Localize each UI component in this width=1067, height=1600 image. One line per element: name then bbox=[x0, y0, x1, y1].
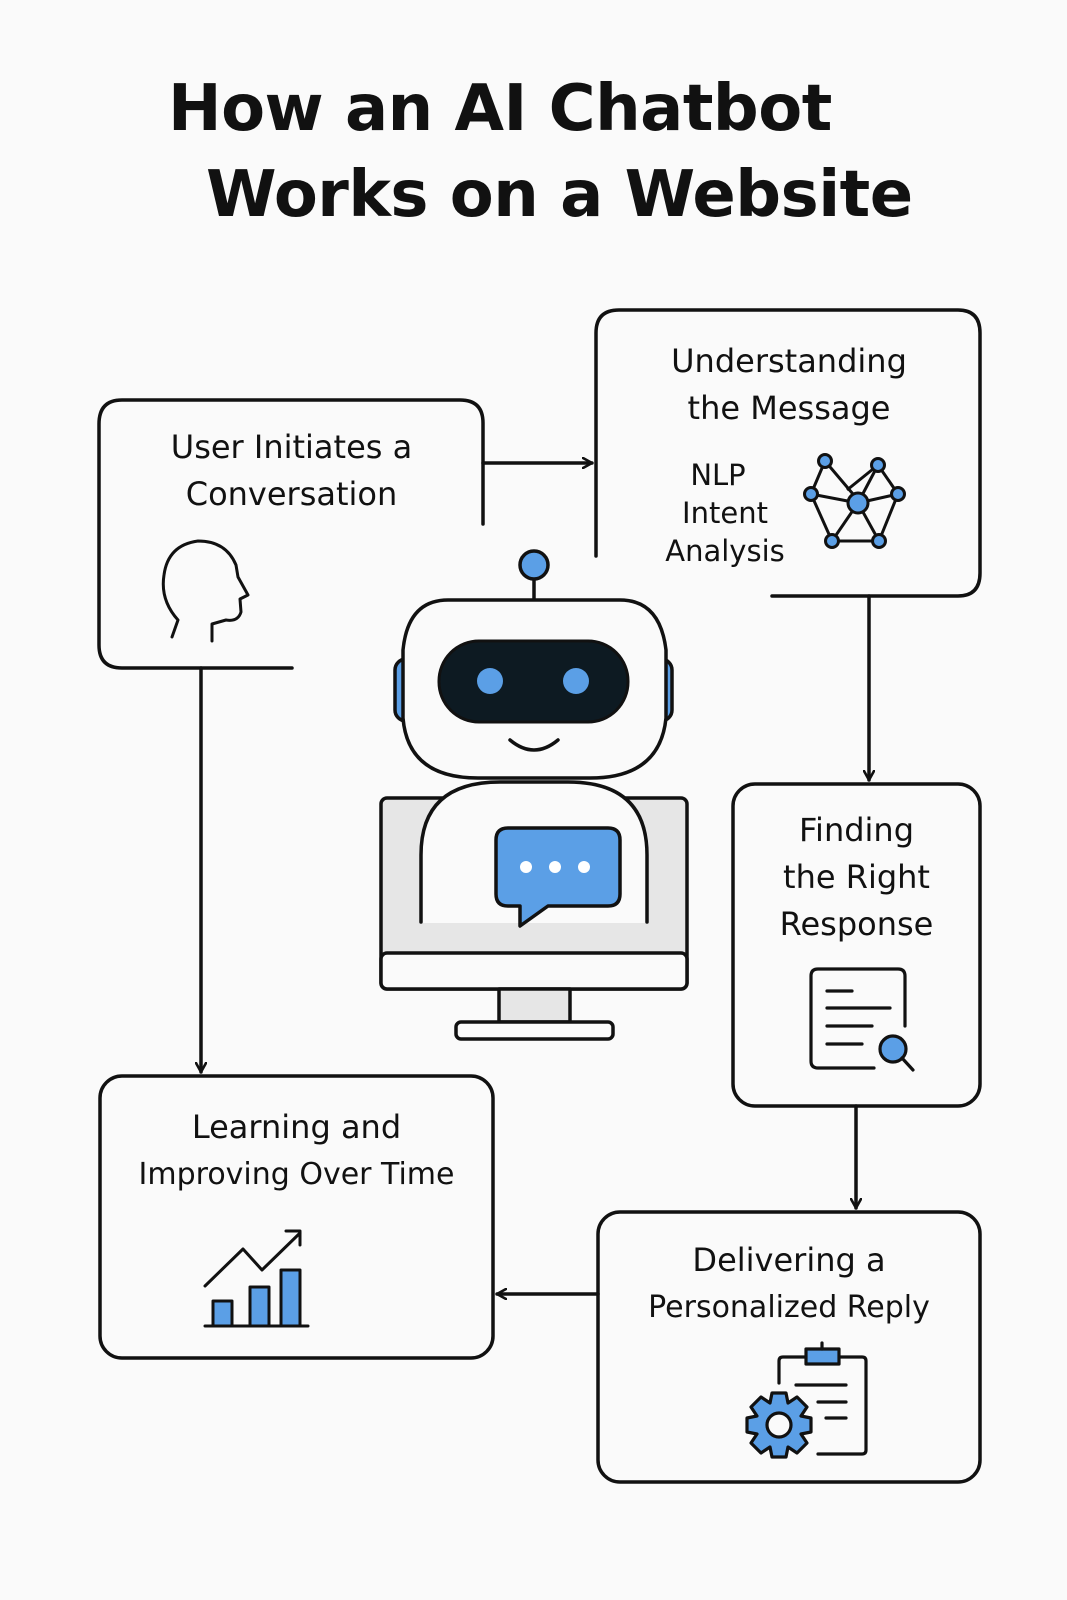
step-finding-line1: Finding bbox=[798, 811, 915, 849]
title-line-1: How an AI Chatbot bbox=[168, 72, 832, 146]
step-delivering-label: Delivering a Personalized Reply bbox=[600, 1237, 978, 1331]
title-line-2: Works on a Website bbox=[206, 158, 913, 232]
step-finding-line3: Response bbox=[779, 905, 934, 943]
robot-eye-left bbox=[477, 668, 503, 694]
step-understanding-line2: the Message bbox=[687, 389, 891, 427]
step-user-initiates-label: User Initiates a Conversation bbox=[100, 424, 483, 518]
sublabel-analysis: Analysis bbox=[665, 534, 785, 568]
step-understanding-label: Understanding the Message bbox=[600, 338, 978, 432]
robot-smile bbox=[508, 738, 560, 752]
step-learning-line2: Improving Over Time bbox=[138, 1157, 455, 1192]
box-user-initiates bbox=[97, 398, 485, 670]
growth-chart-icon bbox=[203, 1229, 310, 1328]
step-user-initiates-line2: Conversation bbox=[185, 475, 398, 513]
sublabel-intent: Intent bbox=[682, 496, 768, 530]
step-finding-label: Finding the Right Response bbox=[733, 807, 980, 948]
box-delivering bbox=[596, 1210, 982, 1484]
step-understanding-sublabels: NLP Intent Analysis bbox=[650, 456, 800, 570]
step-delivering-line2: Personalized Reply bbox=[648, 1290, 930, 1325]
robot-eye-right bbox=[563, 668, 589, 694]
step-learning-line1: Learning and bbox=[191, 1108, 402, 1146]
clipboard-gear-icon bbox=[745, 1341, 868, 1459]
step-user-initiates-line1: User Initiates a bbox=[170, 428, 413, 466]
person-head-icon bbox=[161, 539, 250, 643]
box-understanding bbox=[594, 308, 982, 598]
robot-visor bbox=[437, 639, 630, 724]
box-learning bbox=[98, 1074, 495, 1360]
chatbot-robot-icon bbox=[379, 549, 689, 1041]
sublabel-nlp: NLP bbox=[690, 458, 746, 492]
step-finding-line2: the Right bbox=[783, 858, 930, 896]
step-understanding-line1: Understanding bbox=[671, 342, 907, 380]
document-search-icon bbox=[809, 967, 915, 1072]
speech-bubble-icon bbox=[494, 826, 622, 928]
neural-network-icon bbox=[803, 453, 906, 549]
step-learning-label: Learning and Improving Over Time bbox=[100, 1104, 493, 1198]
step-delivering-line1: Delivering a bbox=[692, 1241, 886, 1279]
